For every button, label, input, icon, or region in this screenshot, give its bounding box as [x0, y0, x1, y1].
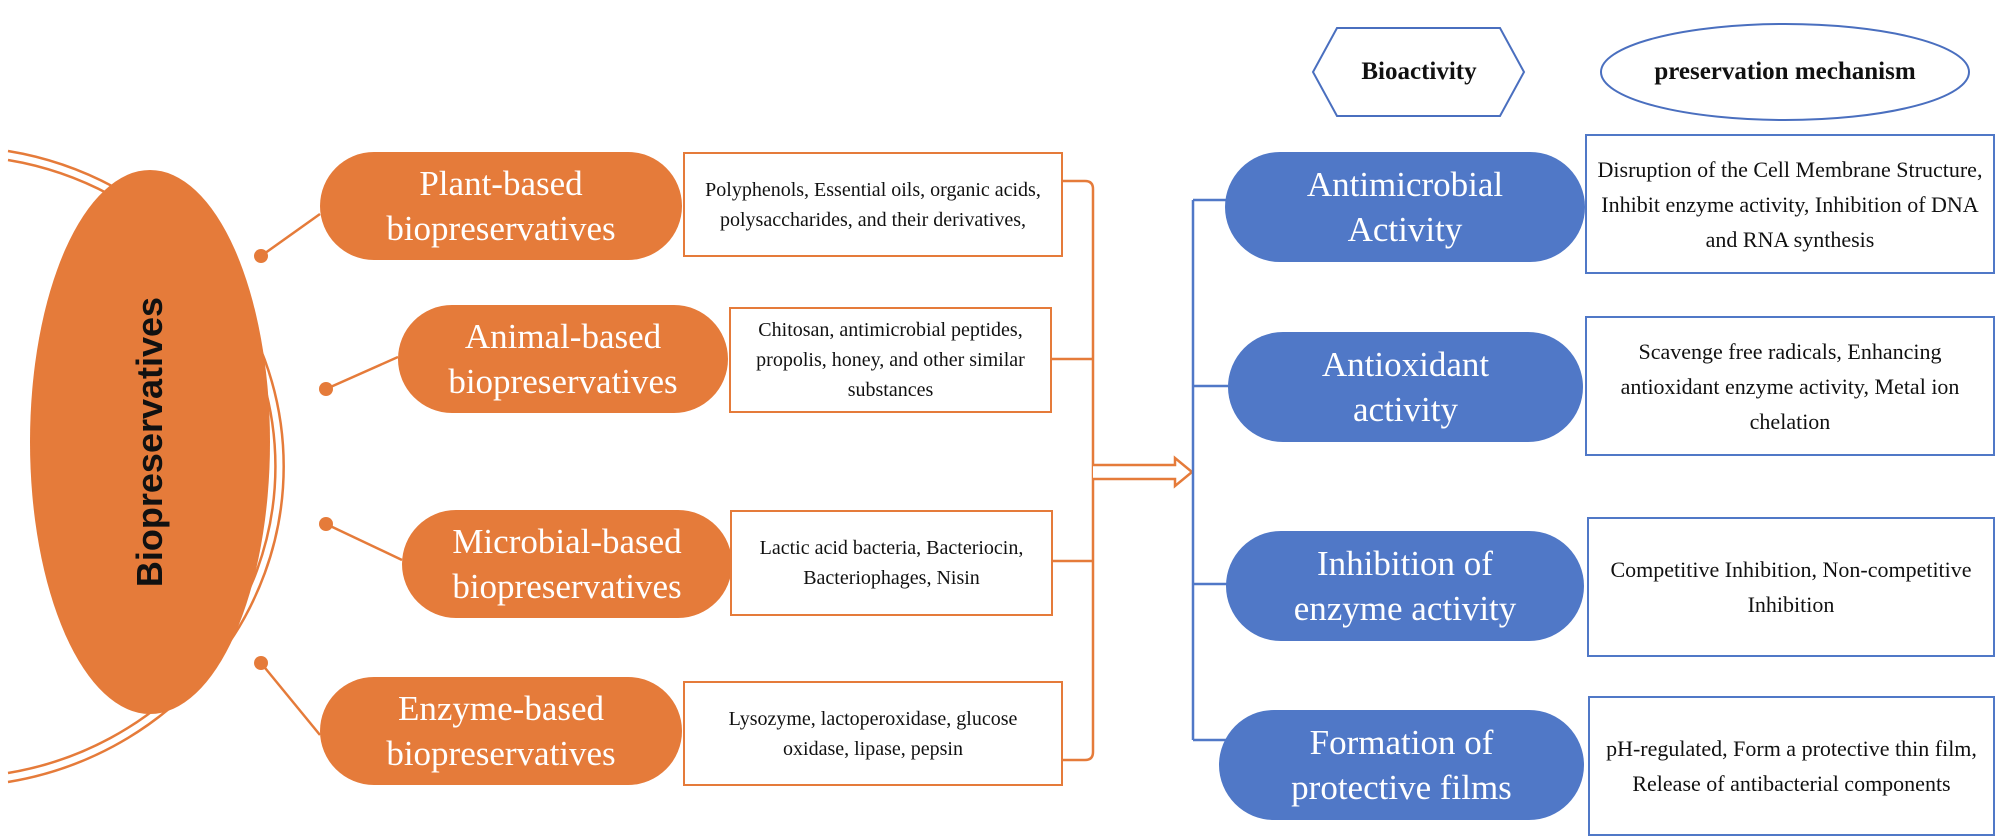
flow-arrow — [1093, 455, 1194, 489]
orange-bracket — [1063, 179, 1095, 762]
spoke-plant — [260, 212, 321, 258]
films-mechanism-box: pH-regulated, Form a protective thin fil… — [1588, 696, 1995, 836]
spoke-microbial — [325, 522, 403, 562]
enzyme-mechanism-box: Competitive Inhibition, Non-competitive … — [1587, 517, 1995, 657]
microbial-examples-box: Lactic acid bacteria, Bacteriocin, Bacte… — [730, 510, 1053, 616]
enzyme-based-pill: Enzyme-based biopreservatives — [320, 677, 682, 785]
spoke-dot-plant — [254, 249, 268, 263]
plant-based-pill: Plant-based biopreservatives — [320, 152, 682, 260]
antimicrobial-mechanism-box: Disruption of the Cell Membrane Structur… — [1585, 134, 1995, 274]
animal-based-pill: Animal-based biopreservatives — [398, 305, 728, 413]
spoke-enzyme — [260, 662, 321, 736]
bioactivity-header: Bioactivity — [1361, 58, 1477, 85]
mechanism-ellipse — [1600, 23, 1970, 121]
enzyme-inhibition-pill: Inhibition of enzyme activity — [1226, 531, 1584, 641]
biopreservatives-title: Biopreservatives — [129, 296, 170, 588]
spoke-dot-microbial — [319, 517, 333, 531]
mechanism-header: preservation mechanism — [1654, 58, 1916, 85]
antioxidant-pill: Antioxidant activity — [1228, 332, 1583, 442]
spoke-dot-animal — [319, 382, 333, 396]
biopreservatives-ellipse — [30, 170, 270, 714]
spoke-animal — [325, 355, 399, 391]
spoke-dot-enzyme — [254, 656, 268, 670]
antimicrobial-pill: Antimicrobial Activity — [1225, 152, 1585, 262]
animal-examples-box: Chitosan, antimicrobial peptides, propol… — [729, 307, 1052, 413]
bioactivity-hexagon — [1311, 27, 1526, 117]
enzyme-examples-box: Lysozyme, lactoperoxidase, glucose oxida… — [683, 681, 1063, 786]
protective-films-pill: Formation of protective films — [1219, 710, 1584, 820]
microbial-based-pill: Microbial-based biopreservatives — [402, 510, 732, 618]
antioxidant-mechanism-box: Scavenge free radicals, Enhancing antiox… — [1585, 316, 1995, 456]
plant-examples-box: Polyphenols, Essential oils, organic aci… — [683, 152, 1063, 257]
